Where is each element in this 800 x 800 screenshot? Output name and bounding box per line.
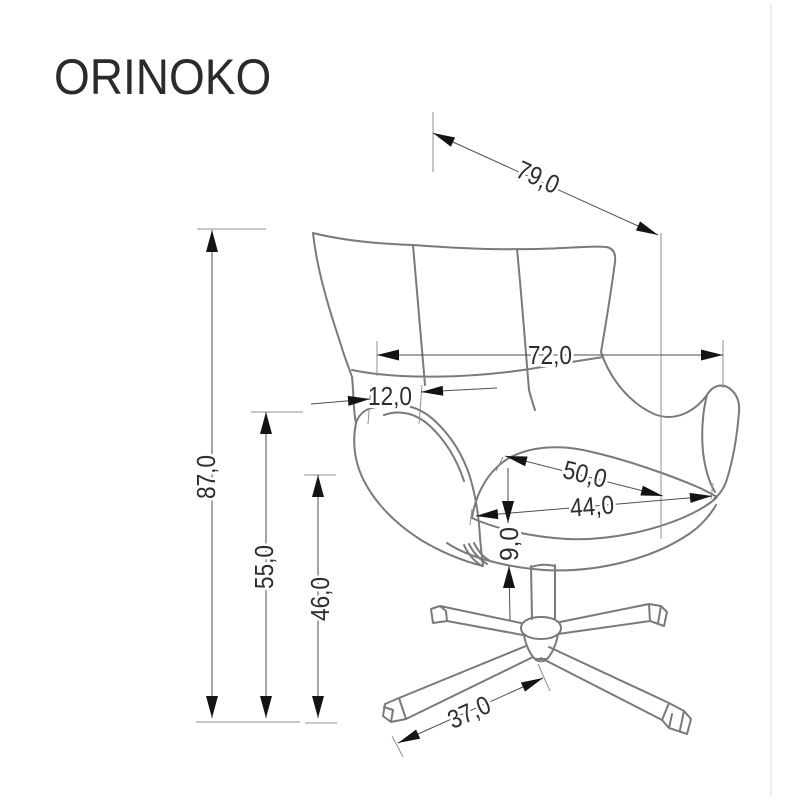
arrowhead-downright: [635, 221, 658, 235]
dimension-label-46: 46,0: [305, 577, 335, 621]
extension-tick: [391, 735, 404, 758]
dimension-overall-height: 87,0: [188, 228, 300, 723]
chair-left-armrest: [353, 403, 484, 567]
dimension-seat-depth: 50,0: [495, 451, 664, 497]
dimension-seat-height: 46,0: [302, 474, 338, 724]
arrowhead-upleft: [433, 133, 456, 147]
arrowhead-downright: [640, 485, 663, 496]
chair-right-armrest: [701, 384, 741, 500]
arrowhead-up: [503, 566, 515, 588]
chair-seat: [446, 446, 718, 572]
arrowhead-up: [260, 412, 272, 434]
dimension-total-depth: 79,0: [432, 112, 662, 539]
arrowhead-upleft: [505, 456, 528, 467]
chair-base-legs: [382, 603, 692, 735]
arrowhead-upright: [520, 678, 543, 692]
arrowhead-downleft: [398, 729, 421, 743]
arrowhead-down: [260, 696, 272, 718]
dimension-label-72: 72,0: [528, 340, 572, 370]
dimension-armrest-height: 55,0: [246, 411, 303, 718]
arrowhead-up: [206, 230, 218, 252]
arrowhead-left: [476, 509, 499, 520]
dimension-label-9: 9,0: [494, 527, 524, 561]
arrowhead-down: [502, 501, 514, 523]
dimension-base-leg-length: 37,0: [391, 663, 551, 758]
arrowhead-right: [701, 349, 723, 361]
dimension-label-50: 50,0: [560, 454, 610, 494]
dimension-line: [432, 132, 659, 236]
arrowhead-down: [206, 696, 218, 718]
chair-pedestal: [520, 563, 562, 663]
extension-tick: [469, 508, 473, 526]
dimension-overall-width: 72,0: [376, 337, 724, 388]
dimension-label-55: 55,0: [249, 545, 279, 589]
arrowhead-right: [689, 492, 712, 503]
arrowhead-left: [377, 349, 399, 361]
arrowhead-right: [347, 395, 370, 406]
dimension-seat-cushion-thickness: 9,0: [491, 468, 527, 621]
dimension-label-12: 12,0: [368, 381, 412, 411]
arrowhead-up: [312, 475, 324, 497]
dimension-seat-width: 44,0: [469, 482, 714, 526]
product-title: ORINOKO: [54, 49, 272, 105]
dimension-armrest-width: 12,0: [310, 378, 498, 425]
dimension-label-79: 79,0: [512, 154, 564, 199]
chair-backrest: [312, 232, 708, 424]
arrowhead-down: [312, 696, 324, 718]
dimension-label-44: 44,0: [569, 489, 615, 522]
extension-tick: [537, 663, 551, 692]
extension-tick: [495, 456, 504, 472]
chair-drawing: [312, 232, 741, 735]
extension-tick: [367, 384, 372, 425]
dimension-line: [475, 495, 713, 517]
arrowhead-left: [421, 385, 444, 396]
dimension-label-87: 87,0: [191, 455, 221, 499]
dimension-line: [504, 455, 664, 497]
dimension-line: [397, 677, 544, 744]
